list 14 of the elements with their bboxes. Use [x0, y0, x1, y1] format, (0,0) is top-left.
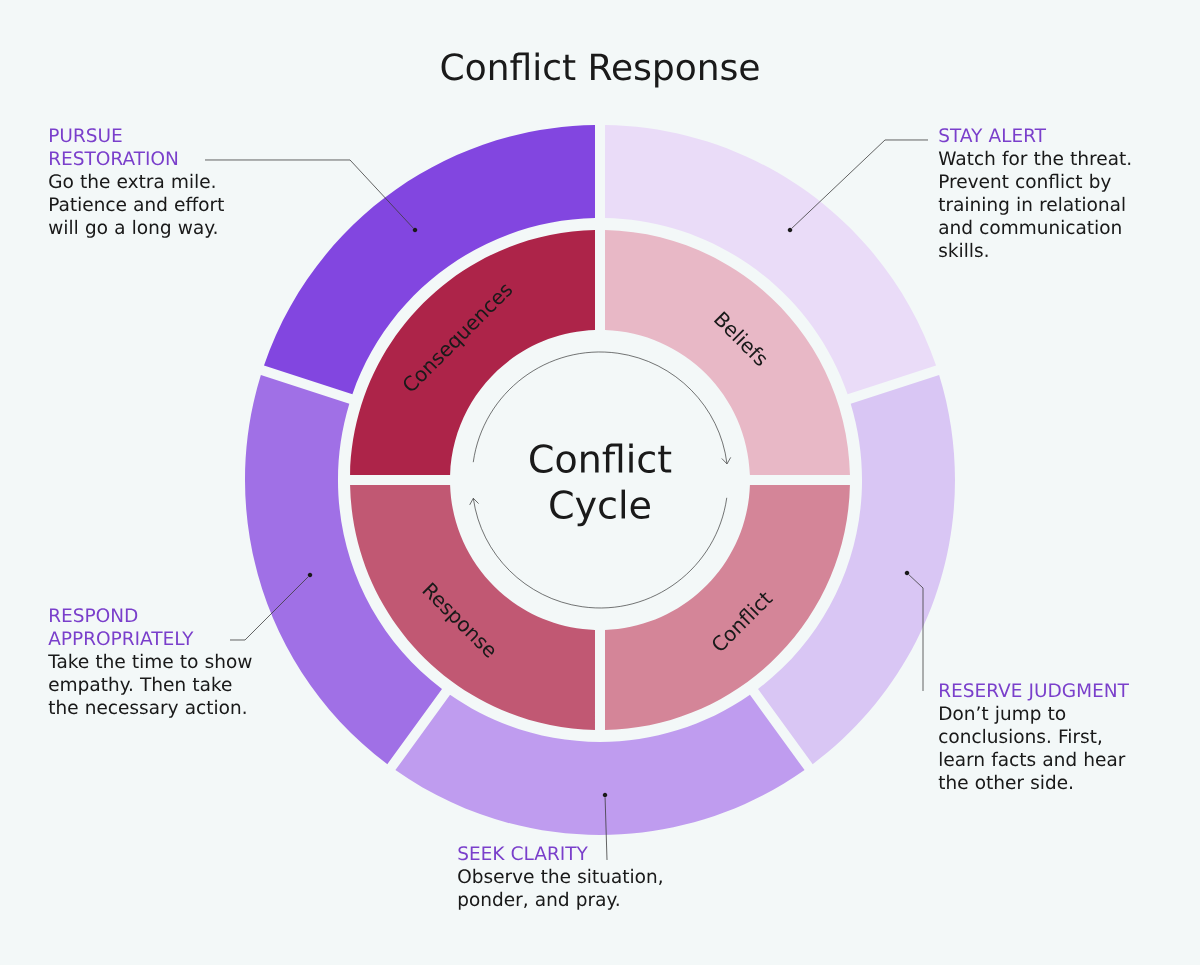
ring-segment — [395, 694, 805, 835]
callout-text: RESPOND APPROPRIATELY Take the time to show empathy. Then take the necessary action. — [48, 608, 252, 718]
callout-text: RESERVE JUDGMENT Don’t jump to conclusions. First, learn facts and hear the other side. — [938, 683, 1129, 790]
callout-text: STAY ALERT Watch for the threat. Prevent conflict by training in relational and communication skills. — [938, 128, 1131, 258]
ring-segment — [605, 125, 937, 395]
callout-text: SEEK CLARITY Observe the situation, ponder, and pray. — [458, 846, 662, 910]
leader-line — [791, 139, 929, 229]
ring-segment — [264, 125, 595, 395]
leader-line — [908, 574, 924, 692]
callout-text: PURSUE RESTORATION Go the extra mile. Patience and effort will go a long way. — [49, 128, 224, 238]
title: Conflict Response — [441, 52, 759, 88]
leader-line — [229, 576, 309, 641]
leader-line — [204, 159, 414, 229]
leader-line — [604, 797, 608, 861]
